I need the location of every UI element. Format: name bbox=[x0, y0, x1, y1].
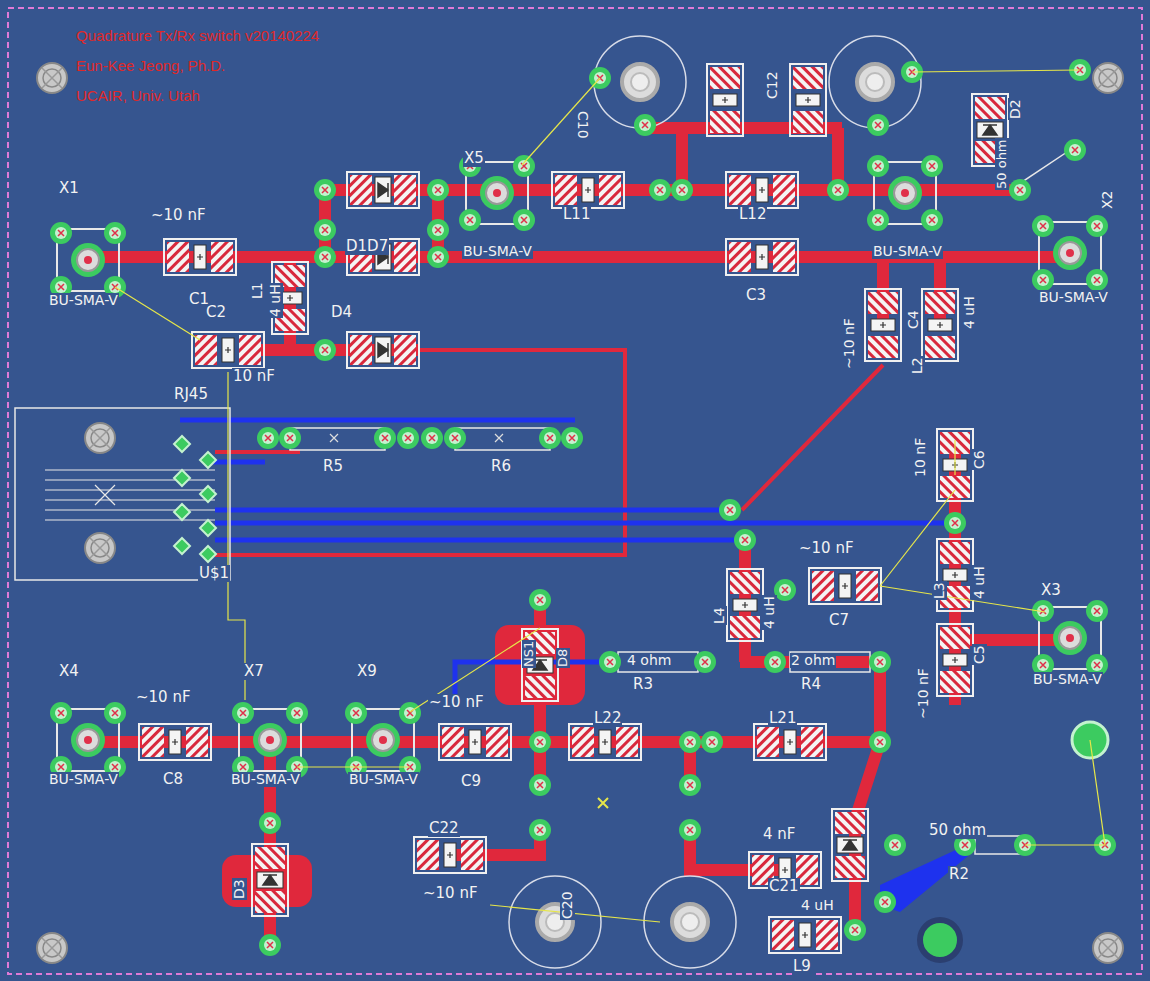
component-label: ~10 nF bbox=[135, 689, 192, 706]
author-note: Eun-Kee Jeong, Ph.D. bbox=[75, 58, 226, 75]
component-label: C3 bbox=[745, 287, 767, 304]
author-note: UCAIR, Univ. Utah bbox=[75, 88, 201, 105]
component-label: BU-SMA-V bbox=[872, 244, 943, 259]
component-label: L1 bbox=[250, 281, 265, 300]
component-label: BU-SMA-V bbox=[48, 293, 119, 308]
component-label: BU-SMA-V bbox=[230, 772, 301, 787]
component-label: ~10 nF bbox=[798, 540, 855, 557]
component-label: 10 nF bbox=[913, 437, 928, 478]
component-label: 4 uH bbox=[962, 295, 977, 330]
component-label: R5 bbox=[322, 458, 344, 475]
component-label: 4 ohm bbox=[626, 653, 672, 668]
component-label: X1 bbox=[58, 180, 80, 197]
component-label: X3 bbox=[1040, 582, 1062, 599]
component-label: U$1 bbox=[198, 565, 230, 582]
component-label: X7 bbox=[243, 663, 265, 680]
component-label: 50 ohm bbox=[928, 822, 987, 839]
component-label: X4 bbox=[58, 663, 80, 680]
component-label: L21 bbox=[768, 710, 797, 727]
component-label: RJ45 bbox=[173, 386, 209, 403]
component-label: 2 ohm bbox=[790, 653, 836, 668]
component-label: R6 bbox=[490, 458, 512, 475]
component-label: 50 ohm bbox=[995, 138, 1009, 190]
component-label: BU-SMA-V bbox=[48, 772, 119, 787]
component-label: C6 bbox=[972, 449, 987, 470]
component-label: ~10 nF bbox=[428, 694, 485, 711]
component-label: NS1 bbox=[522, 640, 536, 668]
board-title: Quadrature Tx/Rx switch v20140224 bbox=[75, 28, 320, 45]
component-label: L9 bbox=[792, 958, 812, 975]
component-label: L12 bbox=[738, 206, 767, 223]
component-label: 4 nF bbox=[762, 826, 796, 843]
component-label: 4 uH bbox=[762, 595, 777, 630]
component-label: L22 bbox=[593, 710, 622, 727]
component-label: ~10 nF bbox=[422, 885, 479, 902]
component-label: L2 bbox=[910, 356, 925, 375]
component-label: D8 bbox=[556, 648, 570, 668]
component-label: D1D7 bbox=[345, 238, 389, 255]
component-label: C9 bbox=[460, 773, 482, 790]
component-label: BU-SMA-V bbox=[348, 772, 419, 787]
component-label: ~10 nF bbox=[842, 317, 857, 370]
component-label: C4 bbox=[906, 309, 921, 330]
component-label: D4 bbox=[330, 304, 353, 321]
component-label: X9 bbox=[356, 663, 378, 680]
component-label: D2 bbox=[1008, 98, 1023, 120]
component-label: C20 bbox=[560, 890, 575, 920]
component-label: BU-SMA-V bbox=[1038, 290, 1109, 305]
component-label: R3 bbox=[632, 676, 654, 693]
component-label: C12 bbox=[765, 70, 780, 100]
rj45-connector bbox=[15, 408, 230, 580]
component-label: C5 bbox=[972, 644, 987, 665]
component-label: R4 bbox=[800, 676, 822, 693]
component-label: BU-SMA-V bbox=[462, 244, 533, 259]
component-label: 4 uH bbox=[972, 565, 987, 600]
component-label: 10 nF bbox=[232, 368, 276, 385]
component-label: BU-SMA-V bbox=[1032, 672, 1103, 687]
component-label: C8 bbox=[162, 771, 184, 788]
component-label: D3 bbox=[232, 878, 247, 900]
component-label: C22 bbox=[428, 820, 460, 837]
component-label: 4 uH bbox=[800, 898, 835, 913]
component-label: X2 bbox=[1100, 190, 1115, 211]
component-label: 4 uH bbox=[268, 283, 283, 318]
component-label: C21 bbox=[768, 878, 800, 895]
component-label: L11 bbox=[562, 206, 591, 223]
component-label: C7 bbox=[828, 612, 850, 629]
component-label: L4 bbox=[712, 606, 727, 625]
component-label: ~10 nF bbox=[150, 207, 207, 224]
component-label: R2 bbox=[948, 866, 970, 883]
component-label: L3 bbox=[932, 581, 947, 600]
component-label: X5 bbox=[463, 150, 485, 167]
component-label: C2 bbox=[205, 304, 227, 321]
component-label: C10 bbox=[575, 110, 590, 140]
component-label: ~10 nF bbox=[916, 667, 931, 720]
